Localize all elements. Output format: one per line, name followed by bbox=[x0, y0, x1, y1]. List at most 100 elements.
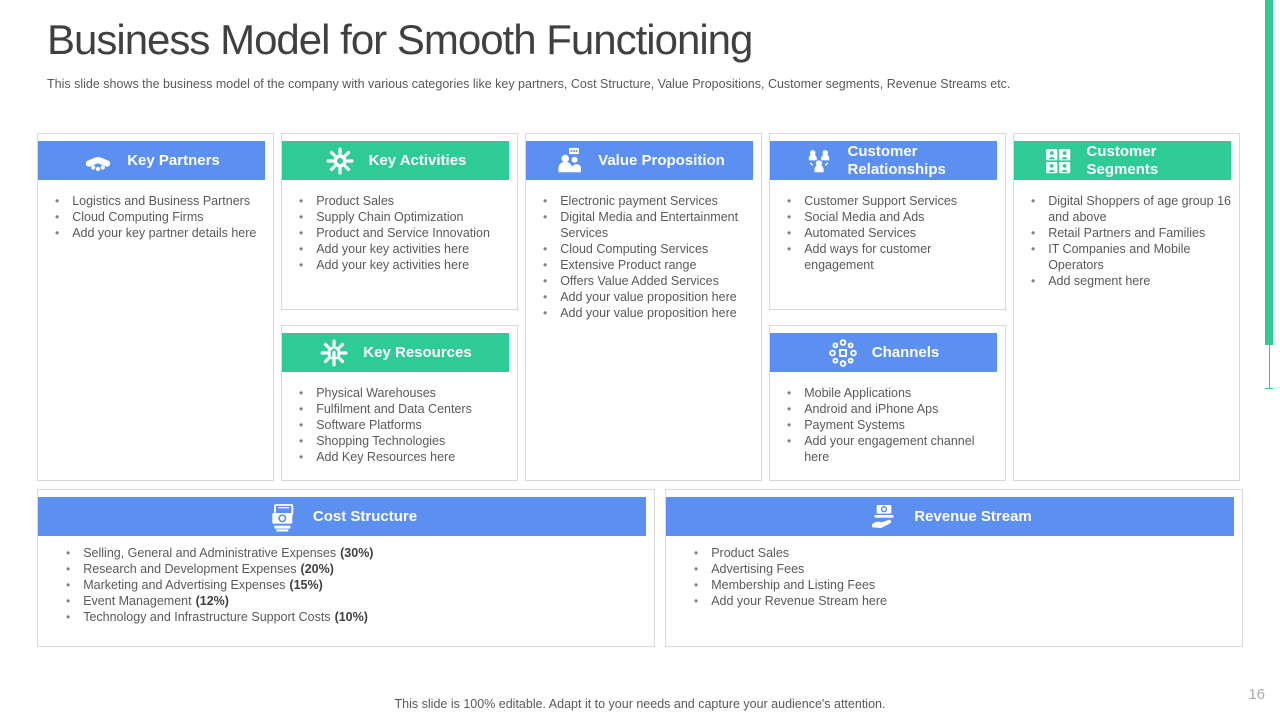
list-item: Cloud Computing Firms bbox=[55, 209, 267, 225]
card-header-customer-segments: Customer Segments bbox=[1014, 141, 1231, 180]
cost-percentage: (30%) bbox=[340, 546, 374, 560]
card-customer-segments: Customer Segments Digital Shoppers of ag… bbox=[1013, 133, 1240, 481]
card-cost-structure: Cost Structure Selling, General and Admi… bbox=[37, 489, 655, 647]
list-item: Add your Revenue Stream here bbox=[694, 593, 1236, 609]
channels-list: Mobile Applications Android and iPhone A… bbox=[770, 372, 1005, 465]
card-revenue-stream: Revenue Stream Product Sales Advertising… bbox=[665, 489, 1243, 647]
list-item: Membership and Listing Fees bbox=[694, 577, 1236, 593]
card-header-revenue-stream: Revenue Stream bbox=[666, 497, 1234, 536]
cost-percentage: (15%) bbox=[289, 578, 323, 592]
list-item: Product Sales bbox=[299, 193, 511, 209]
list-item: Fulfilment and Data Centers bbox=[299, 401, 511, 417]
hub-network-icon bbox=[828, 338, 858, 368]
card-key-resources: Key Resources Physical Warehouses Fulfil… bbox=[281, 325, 518, 481]
gear-tools-icon bbox=[325, 146, 355, 176]
customer-relationships-list: Customer Support Services Social Media a… bbox=[770, 180, 1005, 273]
list-item: Digital Media and Entertainment Services bbox=[543, 209, 755, 241]
list-item: Selling, General and Administrative Expe… bbox=[66, 545, 648, 561]
card-title: Key Resources bbox=[363, 343, 472, 361]
card-title: Value Proposition bbox=[598, 151, 725, 169]
business-model-canvas: Key Partners Logistics and Business Part… bbox=[37, 133, 1240, 481]
people-chat-icon bbox=[554, 146, 584, 176]
right-accent-bar bbox=[1265, 0, 1273, 345]
list-item: Event Management(12%) bbox=[66, 593, 648, 609]
list-item: Electronic payment Services bbox=[543, 193, 755, 209]
list-item: Android and iPhone Aps bbox=[787, 401, 999, 417]
cost-percentage: (20%) bbox=[300, 562, 334, 576]
list-item: Social Media and Ads bbox=[787, 209, 999, 225]
card-key-activities: Key Activities Product Sales Supply Chai… bbox=[281, 133, 518, 310]
page-title: Business Model for Smooth Functioning bbox=[47, 16, 753, 63]
card-channels: Channels Mobile Applications Android and… bbox=[769, 325, 1006, 481]
canvas-column-1: Key Partners Logistics and Business Part… bbox=[37, 133, 274, 481]
card-title: Key Partners bbox=[127, 151, 220, 169]
cost-percentage: (12%) bbox=[195, 594, 229, 608]
key-activities-list: Product Sales Supply Chain Optimization … bbox=[282, 180, 517, 273]
list-item: Add your key activities here bbox=[299, 257, 511, 273]
list-item: Retail Partners and Families bbox=[1031, 225, 1233, 241]
canvas-column-3: Value Proposition Electronic payment Ser… bbox=[525, 133, 762, 481]
list-item: Physical Warehouses bbox=[299, 385, 511, 401]
list-item: Cloud Computing Services bbox=[543, 241, 755, 257]
list-item: Product Sales bbox=[694, 545, 1236, 561]
card-title: Revenue Stream bbox=[914, 507, 1032, 525]
page-number: 16 bbox=[1248, 686, 1265, 703]
list-item: Advertising Fees bbox=[694, 561, 1236, 577]
footer-note: This slide is 100% editable. Adapt it to… bbox=[394, 697, 886, 711]
card-title: Customer Segments bbox=[1086, 142, 1159, 178]
list-item: Add your key activities here bbox=[299, 241, 511, 257]
card-header-key-partners: Key Partners bbox=[38, 141, 265, 180]
list-item: Digital Shoppers of age group 16 and abo… bbox=[1031, 193, 1233, 225]
cost-structure-list: Selling, General and Administrative Expe… bbox=[38, 536, 654, 625]
list-item: Marketing and Advertising Expenses(15%) bbox=[66, 577, 648, 593]
list-item: Add your value proposition here bbox=[543, 305, 755, 321]
list-item: Shopping Technologies bbox=[299, 433, 511, 449]
list-item: Technology and Infrastructure Support Co… bbox=[66, 609, 648, 625]
canvas-column-5: Customer Segments Digital Shoppers of ag… bbox=[1013, 133, 1240, 481]
user-grid-icon bbox=[1043, 146, 1073, 176]
list-item: Logistics and Business Partners bbox=[55, 193, 267, 209]
list-item: Add your engagement channel here bbox=[787, 433, 999, 465]
hand-money-icon bbox=[868, 501, 900, 533]
canvas-column-2: Key Activities Product Sales Supply Chai… bbox=[281, 133, 518, 481]
cost-percentage: (10%) bbox=[334, 610, 368, 624]
list-item: Add your key partner details here bbox=[55, 225, 267, 241]
list-item: Extensive Product range bbox=[543, 257, 755, 273]
card-header-key-resources: Key Resources bbox=[282, 333, 509, 372]
list-item: Add ways for customer engagement bbox=[787, 241, 999, 273]
value-proposition-list: Electronic payment Services Digital Medi… bbox=[526, 180, 761, 321]
card-header-channels: Channels bbox=[770, 333, 997, 372]
list-item: Payment Systems bbox=[787, 417, 999, 433]
card-value-proposition: Value Proposition Electronic payment Ser… bbox=[525, 133, 762, 481]
list-item: Add segment here bbox=[1031, 273, 1233, 289]
list-item: Product and Service Innovation bbox=[299, 225, 511, 241]
list-item: Supply Chain Optimization bbox=[299, 209, 511, 225]
card-title: Key Activities bbox=[368, 151, 467, 169]
customer-segments-list: Digital Shoppers of age group 16 and abo… bbox=[1014, 180, 1239, 289]
list-item: Mobile Applications bbox=[787, 385, 999, 401]
card-header-value-proposition: Value Proposition bbox=[526, 141, 753, 180]
gear-resources-icon bbox=[319, 338, 349, 368]
bottom-row: Cost Structure Selling, General and Admi… bbox=[37, 489, 1243, 647]
list-item: Customer Support Services bbox=[787, 193, 999, 209]
card-header-cost-structure: Cost Structure bbox=[38, 497, 646, 536]
card-title: Customer Relationships bbox=[847, 142, 946, 178]
list-item: Add your value proposition here bbox=[543, 289, 755, 305]
list-item: Add Key Resources here bbox=[299, 449, 511, 465]
revenue-stream-list: Product Sales Advertising Fees Membershi… bbox=[666, 536, 1242, 609]
list-item: IT Companies and Mobile Operators bbox=[1031, 241, 1233, 273]
list-item: Software Platforms bbox=[299, 417, 511, 433]
card-key-partners: Key Partners Logistics and Business Part… bbox=[37, 133, 274, 481]
key-partners-list: Logistics and Business Partners Cloud Co… bbox=[38, 180, 273, 241]
page-subtitle: This slide shows the business model of t… bbox=[47, 77, 1011, 91]
right-accent-line bbox=[1269, 345, 1270, 388]
card-customer-relationships: Customer Relationships Customer Support … bbox=[769, 133, 1006, 310]
handshake-icon bbox=[83, 146, 113, 176]
card-title: Cost Structure bbox=[312, 507, 418, 525]
list-item: Research and Development Expenses(20%) bbox=[66, 561, 648, 577]
list-item: Automated Services bbox=[787, 225, 999, 241]
people-group-icon bbox=[804, 146, 834, 176]
list-item: Offers Value Added Services bbox=[543, 273, 755, 289]
card-header-key-activities: Key Activities bbox=[282, 141, 509, 180]
